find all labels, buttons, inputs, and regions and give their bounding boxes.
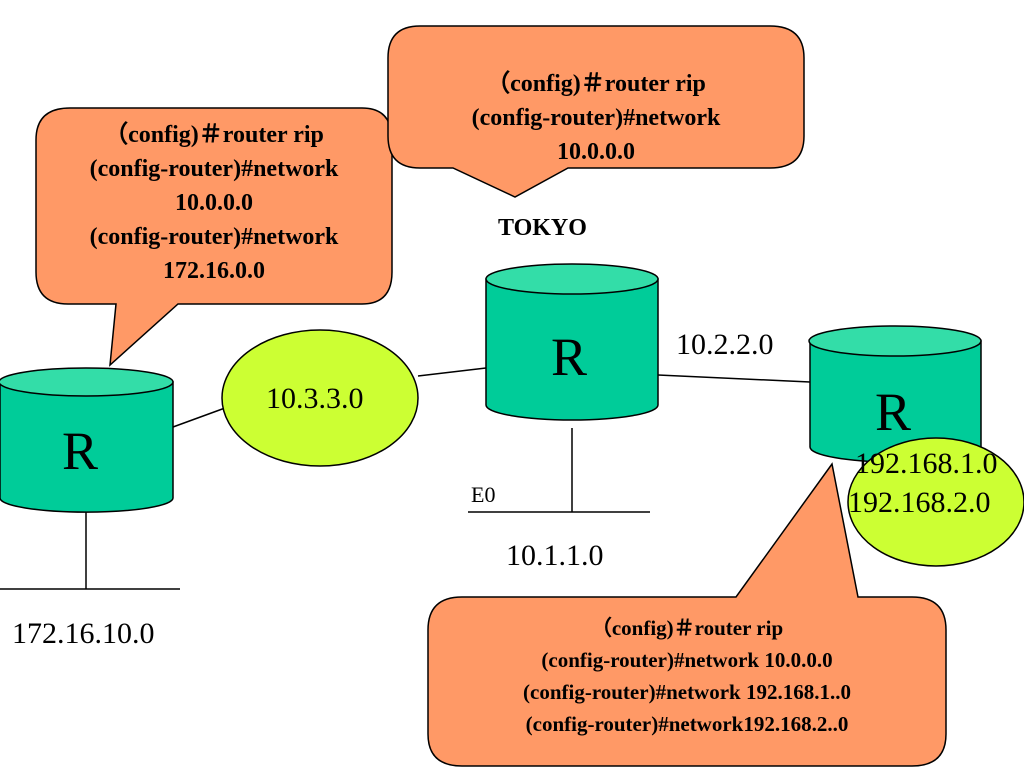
network-10-1-1-0-label: 10.1.1.0 bbox=[506, 539, 604, 572]
router-tokyo-label: R bbox=[551, 327, 588, 387]
router-right-label: R bbox=[875, 382, 912, 442]
link-tokyo-to-right bbox=[657, 374, 811, 383]
network-ellipse-10-3-3-0 bbox=[221, 329, 419, 467]
router-tokyo bbox=[485, 263, 659, 421]
network-192-168-1-0-label: 192.168.1.0 bbox=[855, 447, 998, 480]
router-tokyo-name: TOKYO bbox=[498, 215, 587, 241]
router-left bbox=[0, 367, 174, 513]
router-right bbox=[808, 325, 982, 463]
callout-right-text: （config)＃router rip (config-router)#netw… bbox=[432, 612, 942, 740]
router-left-label: R bbox=[62, 421, 99, 481]
callout-right-line: （config)＃router rip bbox=[590, 616, 784, 640]
callout-left-line: 172.16.0.0 bbox=[163, 258, 265, 284]
callout-tokyo-shape bbox=[387, 25, 805, 198]
network-ellipse-192-168 bbox=[847, 437, 1024, 567]
callout-left-line: 10.0.0.0 bbox=[175, 190, 253, 216]
callout-right-shape bbox=[427, 462, 947, 767]
network-172-16-10-0-label: 172.16.10.0 bbox=[12, 617, 155, 650]
network-10-2-2-0-label: 10.2.2.0 bbox=[676, 328, 774, 361]
network-10-3-3-0-label: 10.3.3.0 bbox=[266, 382, 364, 415]
callout-right-line: (config-router)#network 192.168.1..0 bbox=[523, 680, 851, 704]
callout-left-text: （config)＃router rip (config-router)#netw… bbox=[40, 118, 388, 288]
link-network-10-3-3-0-to-tokyo bbox=[417, 367, 487, 377]
callout-left-line: （config)＃router rip bbox=[104, 122, 324, 148]
callout-tokyo-text: （config)＃router rip (config-router)#netw… bbox=[392, 67, 800, 169]
interface-e0-label: E0 bbox=[471, 482, 496, 507]
callout-right-line: (config-router)#network192.168.2..0 bbox=[525, 712, 849, 736]
callout-tokyo-line: (config-router)#network bbox=[471, 105, 721, 131]
callout-left-line: (config-router)#network bbox=[89, 224, 339, 250]
callout-tokyo-line: 10.0.0.0 bbox=[557, 139, 635, 165]
callout-left-line: (config-router)#network bbox=[89, 156, 339, 182]
network-192-168-2-0-label: 192.168.2.0 bbox=[848, 486, 991, 519]
link-left-to-network-10-3-3-0 bbox=[172, 407, 226, 428]
callout-tokyo-line: （config)＃router rip bbox=[486, 71, 706, 97]
callout-right-line: (config-router)#network 10.0.0.0 bbox=[541, 648, 833, 672]
